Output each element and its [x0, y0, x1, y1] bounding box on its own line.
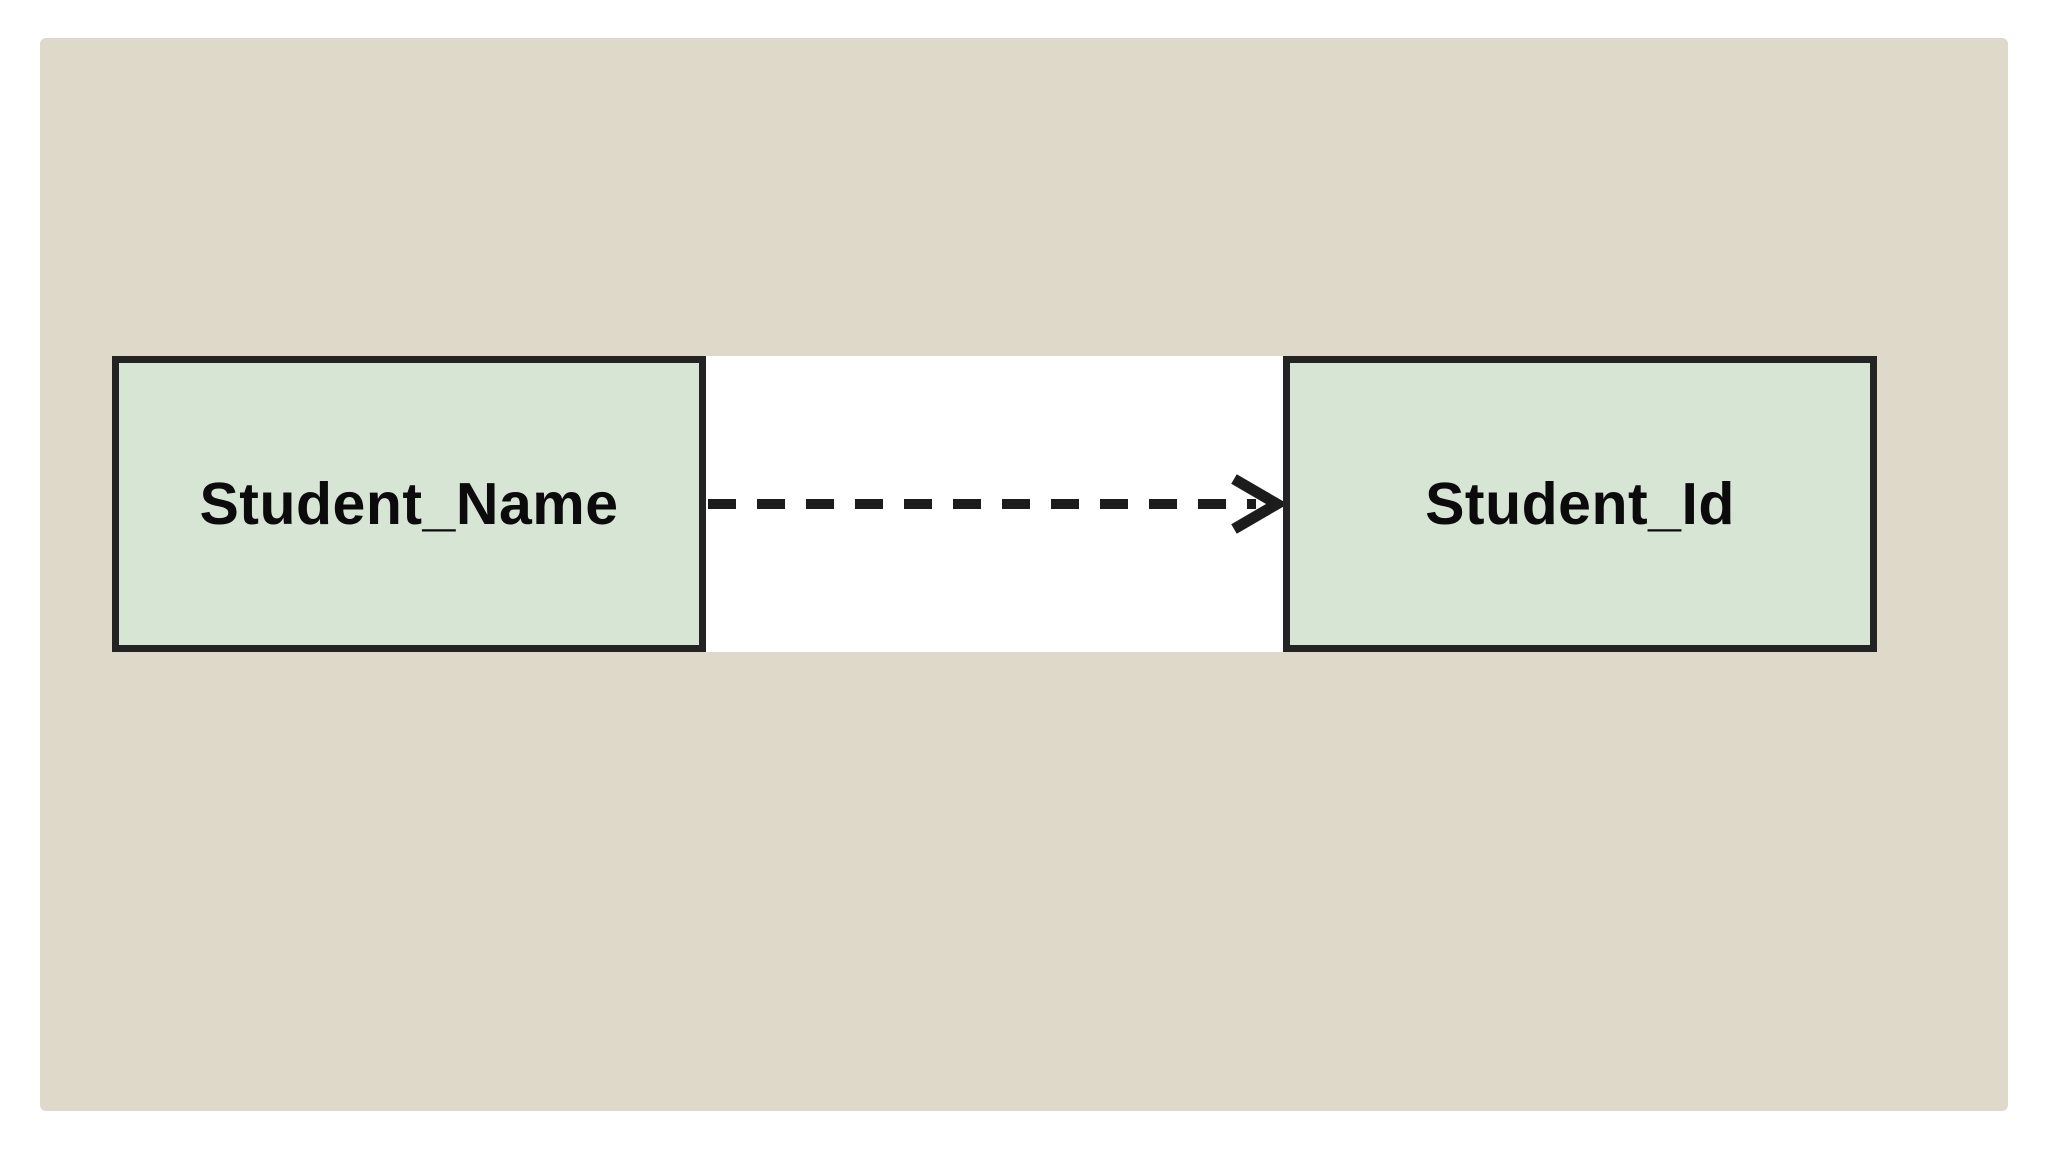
arrowhead-icon	[1231, 474, 1283, 534]
dashed-arrow	[708, 474, 1283, 534]
edge-connector-area	[706, 356, 1283, 652]
node-student-id-label: Student_Id	[1425, 471, 1735, 537]
node-student-id: Student_Id	[1283, 356, 1877, 652]
node-student-name: Student_Name	[112, 356, 706, 652]
node-student-name-label: Student_Name	[199, 471, 619, 537]
diagram-row: Student_Name Student_Id	[112, 356, 1877, 652]
diagram-canvas: Student_Name Student_Id	[40, 38, 2008, 1111]
